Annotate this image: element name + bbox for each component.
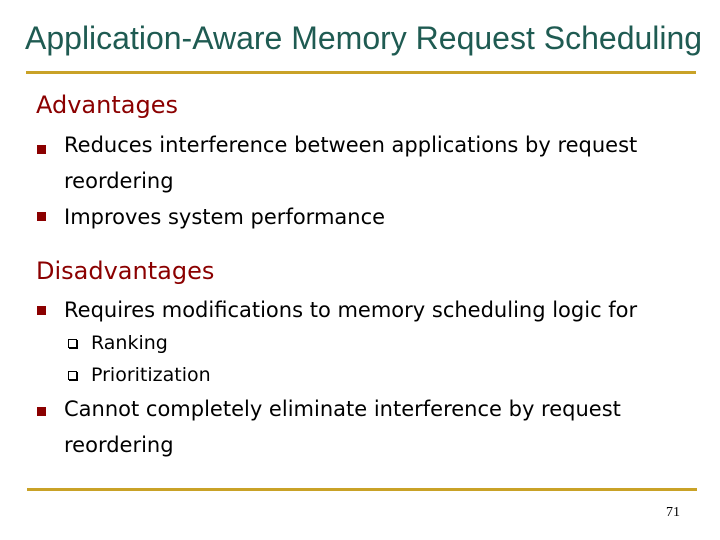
disadvantages-heading: Disadvantages <box>36 257 215 285</box>
list-item: Reduces interference between application… <box>64 133 638 193</box>
list-item: Cannot completely eliminate interference… <box>64 397 621 457</box>
hollow-square-bullet-icon <box>68 339 77 348</box>
square-bullet-icon <box>37 145 46 154</box>
sub-list-item: Prioritization <box>91 364 211 386</box>
list-item: Improves system performance <box>64 205 386 229</box>
title-divider <box>26 71 696 74</box>
page-number: 71 <box>666 505 680 520</box>
slide-title: Application-Aware Memory Request Schedul… <box>25 20 703 56</box>
square-bullet-icon <box>37 306 46 315</box>
square-bullet-icon <box>37 407 46 416</box>
footer-divider <box>27 488 697 491</box>
square-bullet-icon <box>37 212 46 221</box>
sub-list-item: Ranking <box>91 332 168 354</box>
list-item: Requires modifications to memory schedul… <box>64 298 638 322</box>
advantages-heading: Advantages <box>36 91 178 119</box>
hollow-square-bullet-icon <box>68 371 77 380</box>
